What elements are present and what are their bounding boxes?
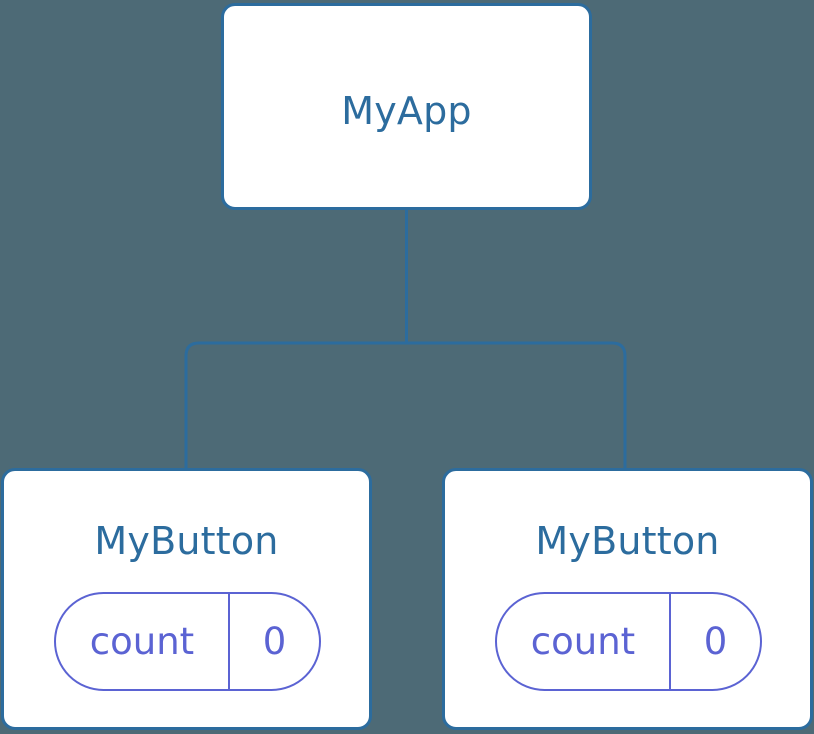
state-value-right: 0 [671,594,760,689]
state-pill-left[interactable]: count 0 [54,592,321,691]
node-mybutton-left-title: MyButton [94,519,279,563]
connector-to-child-left [184,341,407,470]
state-pill-right[interactable]: count 0 [495,592,762,691]
state-value-left-text: 0 [262,620,287,663]
state-value-left: 0 [230,594,319,689]
state-key-right: count [497,594,671,689]
state-key-left: count [56,594,230,689]
state-key-left-text: count [89,620,195,663]
node-mybutton-right-title: MyButton [535,519,720,563]
connector-to-child-right [406,341,627,470]
node-myapp[interactable]: MyApp [221,3,592,210]
state-key-right-text: count [530,620,636,663]
state-value-right-text: 0 [703,620,728,663]
node-myapp-title: MyApp [341,89,472,133]
node-mybutton-left[interactable]: MyButton count 0 [1,468,372,730]
node-mybutton-right[interactable]: MyButton count 0 [442,468,813,730]
